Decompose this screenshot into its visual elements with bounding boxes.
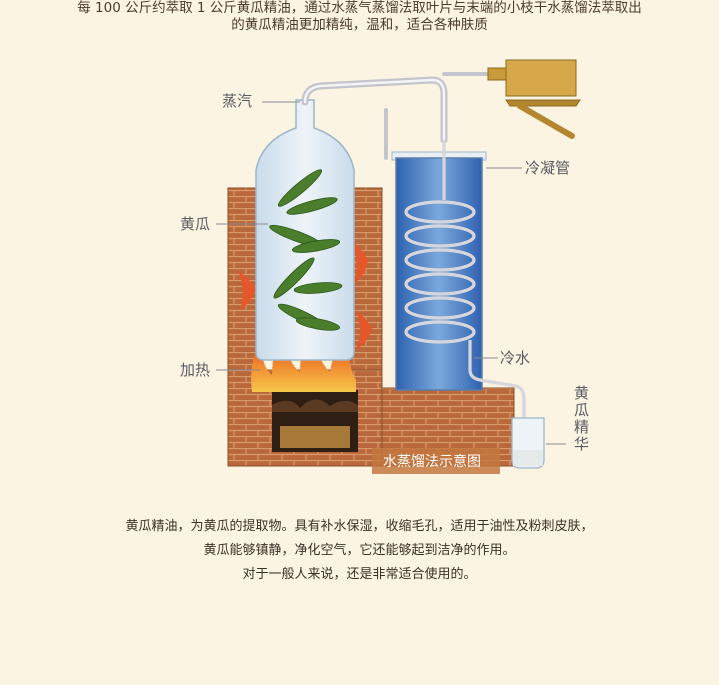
brass-valve bbox=[487, 59, 581, 139]
label-steam: 蒸汽 bbox=[222, 92, 252, 110]
description-line-3: 对于一般人来说，还是非常适合使用的。 bbox=[242, 567, 477, 582]
diagram-svg: 蒸汽 黄瓜 加热 冷凝管 冷水 黄 瓜 精 华 水蒸馏法示意图 bbox=[180, 59, 589, 474]
label-essence-char-2: 瓜 bbox=[574, 401, 589, 419]
cucumber-slices bbox=[269, 169, 343, 331]
label-leaders bbox=[216, 101, 566, 445]
condenser-coil bbox=[404, 140, 526, 430]
distillation-diagram: 蒸汽 黄瓜 加热 冷凝管 冷水 黄 瓜 精 华 水蒸馏法示意图 bbox=[0, 40, 719, 490]
diagram-caption: 水蒸馏法示意图 bbox=[383, 453, 481, 470]
label-cucumber: 黄瓜 bbox=[180, 215, 210, 233]
caption-box bbox=[372, 448, 500, 474]
label-cold-water: 冷水 bbox=[500, 349, 530, 367]
label-essence-char-1: 黄 bbox=[574, 384, 589, 402]
description-line-1: 黄瓜精油，为黄瓜的提取物。具有补水保湿，收缩毛孔，适用于油性及粉刺皮肤， bbox=[125, 519, 594, 534]
label-condenser: 冷凝管 bbox=[525, 159, 570, 177]
description-line-2: 黄瓜能够镇静，净化空气，它还能够起到洁净的作用。 bbox=[203, 543, 516, 558]
intro-text: 每 100 公斤约萃取 1 公斤黄瓜精油，通过水蒸气蒸馏法取叶片与末端的小枝干水… bbox=[0, 0, 719, 34]
description-text: 黄瓜精油，为黄瓜的提取物。具有补水保湿，收缩毛孔，适用于油性及粉刺皮肤， 黄瓜能… bbox=[0, 515, 719, 587]
label-essence: 黄 瓜 精 华 bbox=[574, 384, 589, 453]
label-essence-char-4: 华 bbox=[574, 435, 589, 453]
collection-beaker bbox=[511, 417, 545, 469]
label-essence-char-3: 精 bbox=[574, 418, 589, 436]
intro-line-2: 的黄瓜精油更加精纯，温和，适合各种肤质 bbox=[231, 17, 488, 33]
intro-line-1: 每 100 公斤约萃取 1 公斤黄瓜精油，通过水蒸气蒸馏法取叶片与末端的小枝干水… bbox=[77, 0, 642, 16]
label-heating: 加热 bbox=[180, 361, 210, 379]
